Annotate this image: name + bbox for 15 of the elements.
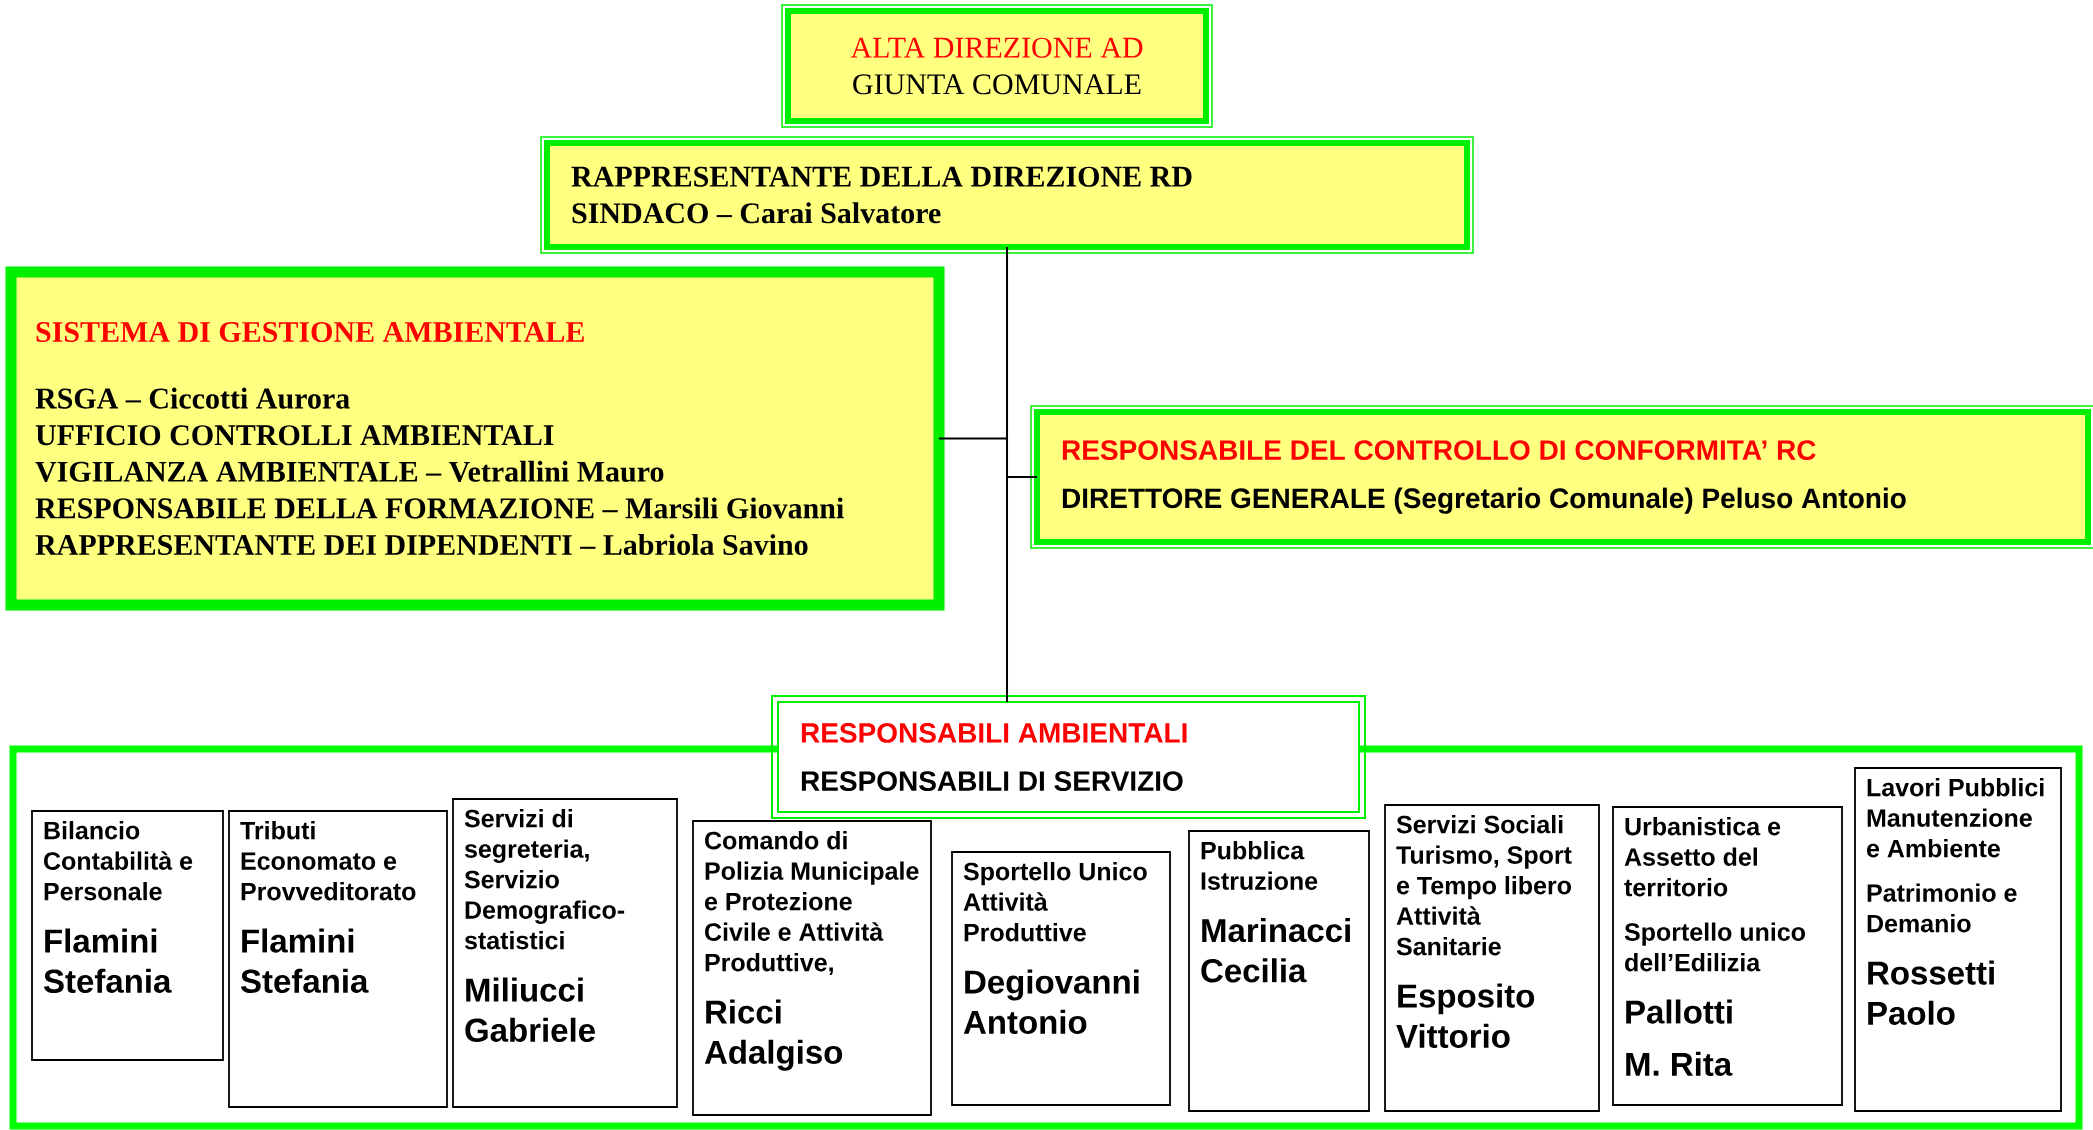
- header-box: RESPONSABILI AMBIENTALI RESPONSABILI DI SERVIZIO: [771, 695, 1366, 819]
- service-box: Sportello Unico Attività Produttive Degiovanni Antonio: [951, 851, 1171, 1106]
- service-box: Bilancio Contabilità e Personale Flamini Stefania: [31, 810, 224, 1061]
- connector-line: [1006, 246, 1008, 703]
- director-box: RAPPRESENTANTE DELLA DIREZIONE RD SINDACO – Carai Salvatore: [540, 136, 1474, 254]
- service-box: Pubblica Istruzione Marinacci Cecilia: [1188, 830, 1370, 1112]
- service-box: Servizi di segreteria, Servizio Demografico-statistici Miliucci Gabriele: [452, 798, 678, 1108]
- service-box: Comando di Polizia Municipale e Protezione Civile e Attività Produttive, Ricci Adalgiso: [692, 820, 932, 1116]
- service-box: Urbanistica e Assetto del territorio Sportello unico dell’Edilizia Pallotti M. Rita: [1612, 806, 1843, 1106]
- system-box: SISTEMA DI GESTIONE AMBIENTALE RSGA – Ciccotti Aurora UFFICIO CONTROLLI AMBIENTALI VIGILANZA AMBIENTALE – Vetrallini Mauro RESPONSABILE DELLA FORMAZIONE – Marsili Giovanni RAPPRESENTANTE DEI DIPENDENTI – Labriola Savino: [5, 266, 945, 611]
- top-box: ALTA DIREZIONE AD GIUNTA COMUNALE: [781, 4, 1213, 128]
- service-box: Tributi Economato e Provveditorato Flamini Stefania: [228, 810, 448, 1108]
- service-box: Lavori Pubblici Manutenzione e Ambiente Patrimonio e Demanio Rossetti Paolo: [1854, 767, 2062, 1112]
- compliance-box: RESPONSABILE DEL CONTROLLO DI CONFORMITA’ RC DIRETTORE GENERALE (Segretario Comunale) Peluso Antonio: [1030, 405, 2093, 549]
- service-box: Servizi Sociali Turismo, Sport e Tempo libero Attività Sanitarie Esposito Vittorio: [1384, 804, 1600, 1112]
